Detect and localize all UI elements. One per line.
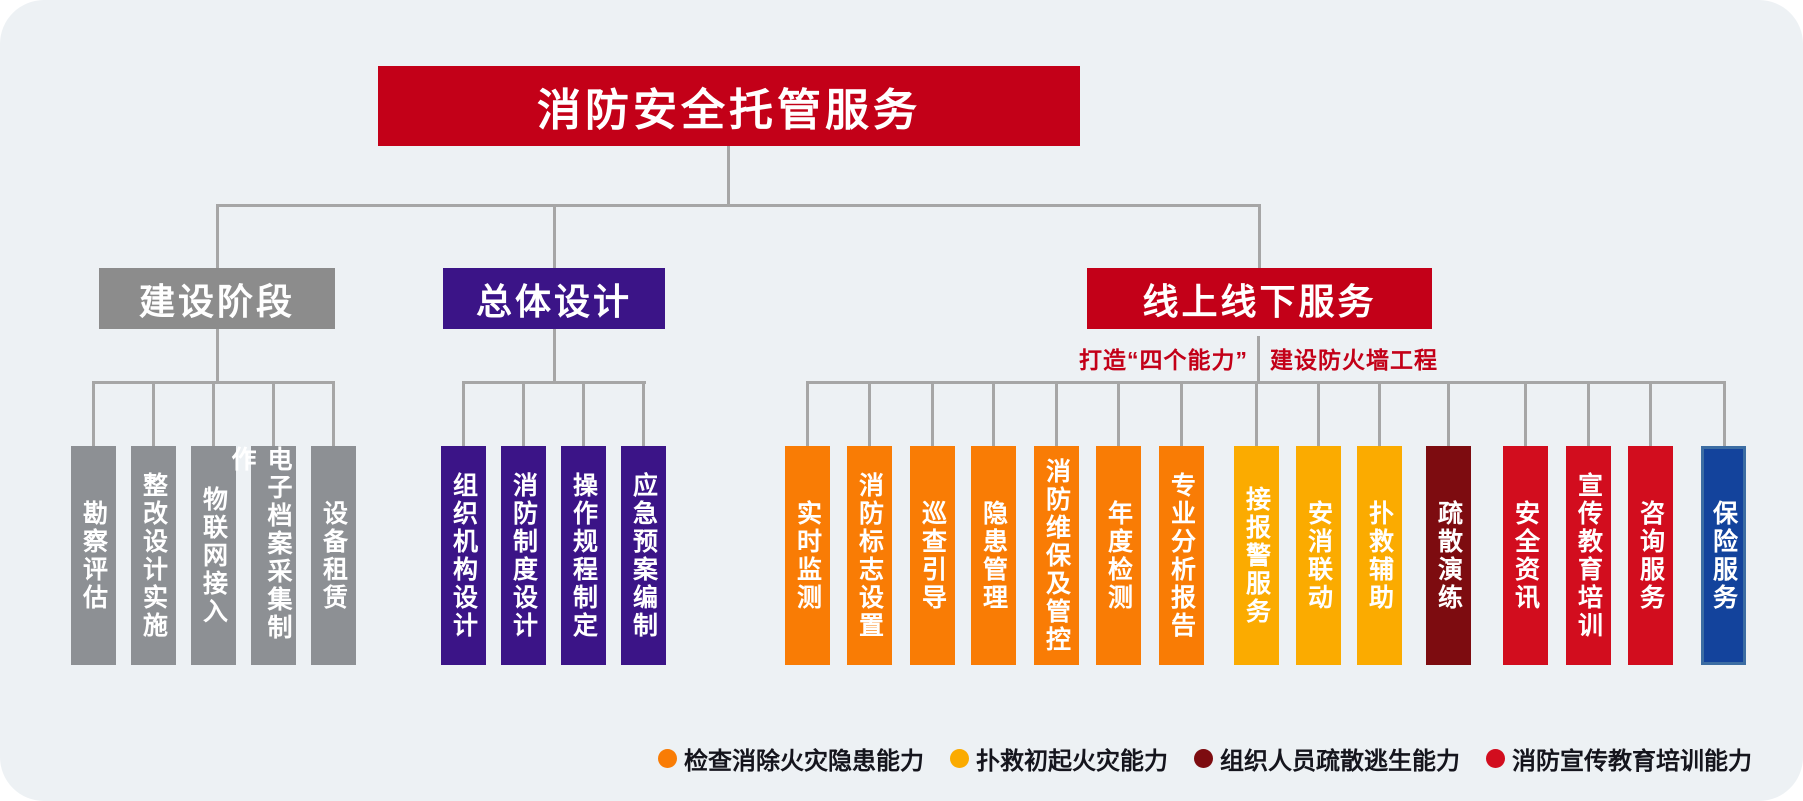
maroon-dot-icon: [1194, 748, 1213, 768]
node-hazard-management: 隐患管理: [971, 446, 1016, 665]
connector-line: [1117, 382, 1120, 446]
node-iot-access: 物联网接入: [191, 446, 236, 665]
connector-line: [553, 206, 556, 268]
node-rectification-design-implementation: 整改设计实施: [131, 446, 176, 665]
red-dot-icon: [1486, 748, 1505, 768]
connector-line: [92, 382, 95, 446]
connector-line: [931, 382, 934, 446]
node-professional-analysis-report: 专业分析报告: [1159, 446, 1204, 665]
connector-line: [272, 382, 275, 446]
connector-line: [152, 382, 155, 446]
connector-line: [462, 382, 465, 446]
node-patrol-guidance: 巡查引导: [910, 446, 955, 665]
node-publicity-education-training: 宣传教育培训: [1566, 446, 1611, 665]
connector-line: [992, 382, 995, 446]
caption-four-capabilities: 打造“四个能力”: [1079, 347, 1248, 373]
legend-label: 扑救初起火灾能力: [976, 747, 1168, 775]
connector-line: [332, 382, 335, 446]
connector-line: [216, 206, 219, 268]
node-alarm-receiving-service: 接报警服务: [1234, 446, 1279, 665]
node-real-time-monitoring: 实时监测: [785, 446, 830, 665]
capability-legend: 检查消除火灾隐患能力 扑救初起火灾能力 组织人员疏散逃生能力 消防宣传教育培训能…: [658, 740, 1752, 776]
connector-line: [1447, 382, 1450, 446]
legend-item-fire-education-training: 消防宣传教育培训能力: [1486, 741, 1752, 776]
node-emergency-plan-preparation: 应急预案编制: [621, 446, 666, 665]
connector-line: [1649, 382, 1652, 446]
connector-line: [216, 204, 1261, 207]
legend-label: 消防宣传教育培训能力: [1512, 747, 1752, 775]
amber-dot-icon: [950, 748, 969, 768]
caption-firewall-project: 建设防火墙工程: [1270, 347, 1438, 373]
branch-header-overall-design: 总体设计: [443, 268, 665, 329]
connector-line: [1723, 382, 1726, 446]
node-insurance-service: 保险服务: [1701, 446, 1746, 665]
connector-line: [553, 329, 556, 383]
node-firefighting-assistance: 扑救辅助: [1357, 446, 1402, 665]
connector-line: [806, 382, 809, 446]
connector-line: [1258, 206, 1261, 268]
connector-line: [806, 381, 1726, 384]
node-equipment-rental: 设备租赁: [311, 446, 356, 665]
node-fire-signage-setup: 消防标志设置: [847, 446, 892, 665]
connector-line: [642, 382, 645, 446]
connector-line: [462, 381, 646, 384]
node-operating-procedures: 操作规程制定: [561, 446, 606, 665]
connector-line: [216, 329, 219, 383]
connector-line: [1180, 382, 1183, 446]
connector-line: [582, 382, 585, 446]
node-fire-maintenance-control: 消防维保及管控: [1034, 446, 1079, 665]
branch-header-construction-phase: 建设阶段: [99, 268, 335, 329]
legend-label: 组织人员疏散逃生能力: [1220, 747, 1460, 775]
connector-line: [727, 146, 730, 207]
legend-item-evacuation-organization: 组织人员疏散逃生能力: [1194, 741, 1460, 776]
legend-item-hazard-inspection: 检查消除火灾隐患能力: [658, 741, 924, 776]
caption-divider: [1257, 336, 1260, 384]
node-consulting-service: 咨询服务: [1628, 446, 1673, 665]
orange-dot-icon: [658, 748, 677, 768]
node-org-structure-design: 组织机构设计: [441, 446, 486, 665]
node-evacuation-drill: 疏散演练: [1426, 446, 1471, 665]
node-security-fire-linkage: 安消联动: [1296, 446, 1341, 665]
node-survey-assessment: 勘察评估: [71, 446, 116, 665]
node-safety-news: 安全资讯: [1503, 446, 1548, 665]
branch-header-online-offline-service: 线上线下服务: [1087, 268, 1432, 329]
legend-item-initial-fire-fighting: 扑救初起火灾能力: [950, 741, 1168, 776]
node-fire-system-design: 消防制度设计: [501, 446, 546, 665]
connector-line: [212, 382, 215, 446]
connector-line: [1055, 382, 1058, 446]
root-node-title: 消防安全托管服务: [378, 66, 1080, 146]
node-e-archive-collection-production: 电子档案采集制作: [228, 446, 296, 665]
connector-line: [1524, 382, 1527, 446]
connector-line: [1378, 382, 1381, 446]
connector-line: [1587, 382, 1590, 446]
connector-line: [1255, 382, 1258, 446]
connector-line: [868, 382, 871, 446]
legend-label: 检查消除火灾隐患能力: [684, 747, 924, 775]
connector-line: [522, 382, 525, 446]
node-annual-inspection: 年度检测: [1096, 446, 1141, 665]
connector-line: [1317, 382, 1320, 446]
